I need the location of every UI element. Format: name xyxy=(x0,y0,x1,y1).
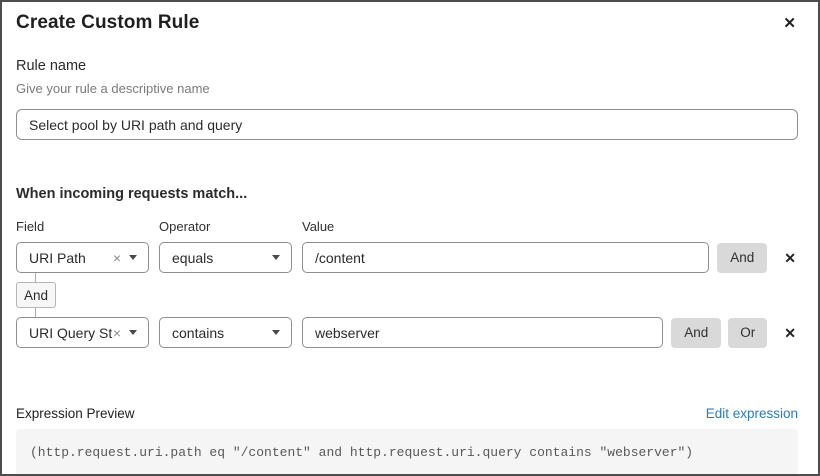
rule-name-helper: Give your rule a descriptive name xyxy=(16,81,210,96)
connector-line-bottom xyxy=(35,308,36,317)
remove-condition-icon[interactable]: ✕ xyxy=(784,249,796,266)
chevron-down-icon xyxy=(272,330,280,335)
remove-condition-icon[interactable]: ✕ xyxy=(784,324,796,341)
add-and-condition-button[interactable]: And xyxy=(717,242,768,273)
expression-preview-code: (http.request.uri.path eq "/content" and… xyxy=(16,429,798,474)
operator-column-label: Operator xyxy=(159,219,211,234)
clear-field-icon[interactable]: × xyxy=(112,324,121,341)
chevron-down-icon xyxy=(129,255,137,260)
operator-select[interactable]: contains xyxy=(159,317,292,348)
operator-select[interactable]: equals xyxy=(159,242,292,273)
dialog-header: Create Custom Rule ✕ xyxy=(16,12,798,35)
rule-name-label: Rule name xyxy=(16,58,87,74)
condition-column-labels: Field Operator Value xyxy=(16,219,798,234)
dialog-title: Create Custom Rule xyxy=(16,12,200,33)
field-select-value: URI Path xyxy=(29,249,86,266)
field-select-value: URI Query St... xyxy=(29,324,113,341)
clear-field-icon[interactable]: × xyxy=(112,249,121,266)
value-input[interactable] xyxy=(302,317,664,348)
value-input[interactable] xyxy=(302,242,710,273)
operator-select-value: contains xyxy=(172,324,225,341)
rule-name-input[interactable] xyxy=(16,109,798,140)
field-column-label: Field xyxy=(16,219,45,234)
value-column-label: Value xyxy=(302,219,335,234)
edit-expression-link[interactable]: Edit expression xyxy=(705,406,798,421)
and-connector-chip: And xyxy=(16,282,56,308)
condition-row: URI Query St... × contains And Or ✕ xyxy=(16,317,798,348)
connector-line-top xyxy=(35,273,36,282)
condition-row: URI Path × equals And ✕ xyxy=(16,242,798,273)
chevron-down-icon xyxy=(129,330,137,335)
add-and-condition-button[interactable]: And xyxy=(671,317,722,348)
expression-preview-header: Expression Preview Edit expression xyxy=(16,406,798,421)
expression-preview-label: Expression Preview xyxy=(16,406,135,421)
match-section-heading: When incoming requests match... xyxy=(16,186,248,202)
chevron-down-icon xyxy=(272,255,280,260)
add-or-condition-button[interactable]: Or xyxy=(728,317,768,348)
close-icon[interactable]: ✕ xyxy=(781,12,798,35)
operator-select-value: equals xyxy=(172,249,214,266)
field-select[interactable]: URI Path × xyxy=(16,242,149,273)
field-select[interactable]: URI Query St... × xyxy=(16,317,149,348)
